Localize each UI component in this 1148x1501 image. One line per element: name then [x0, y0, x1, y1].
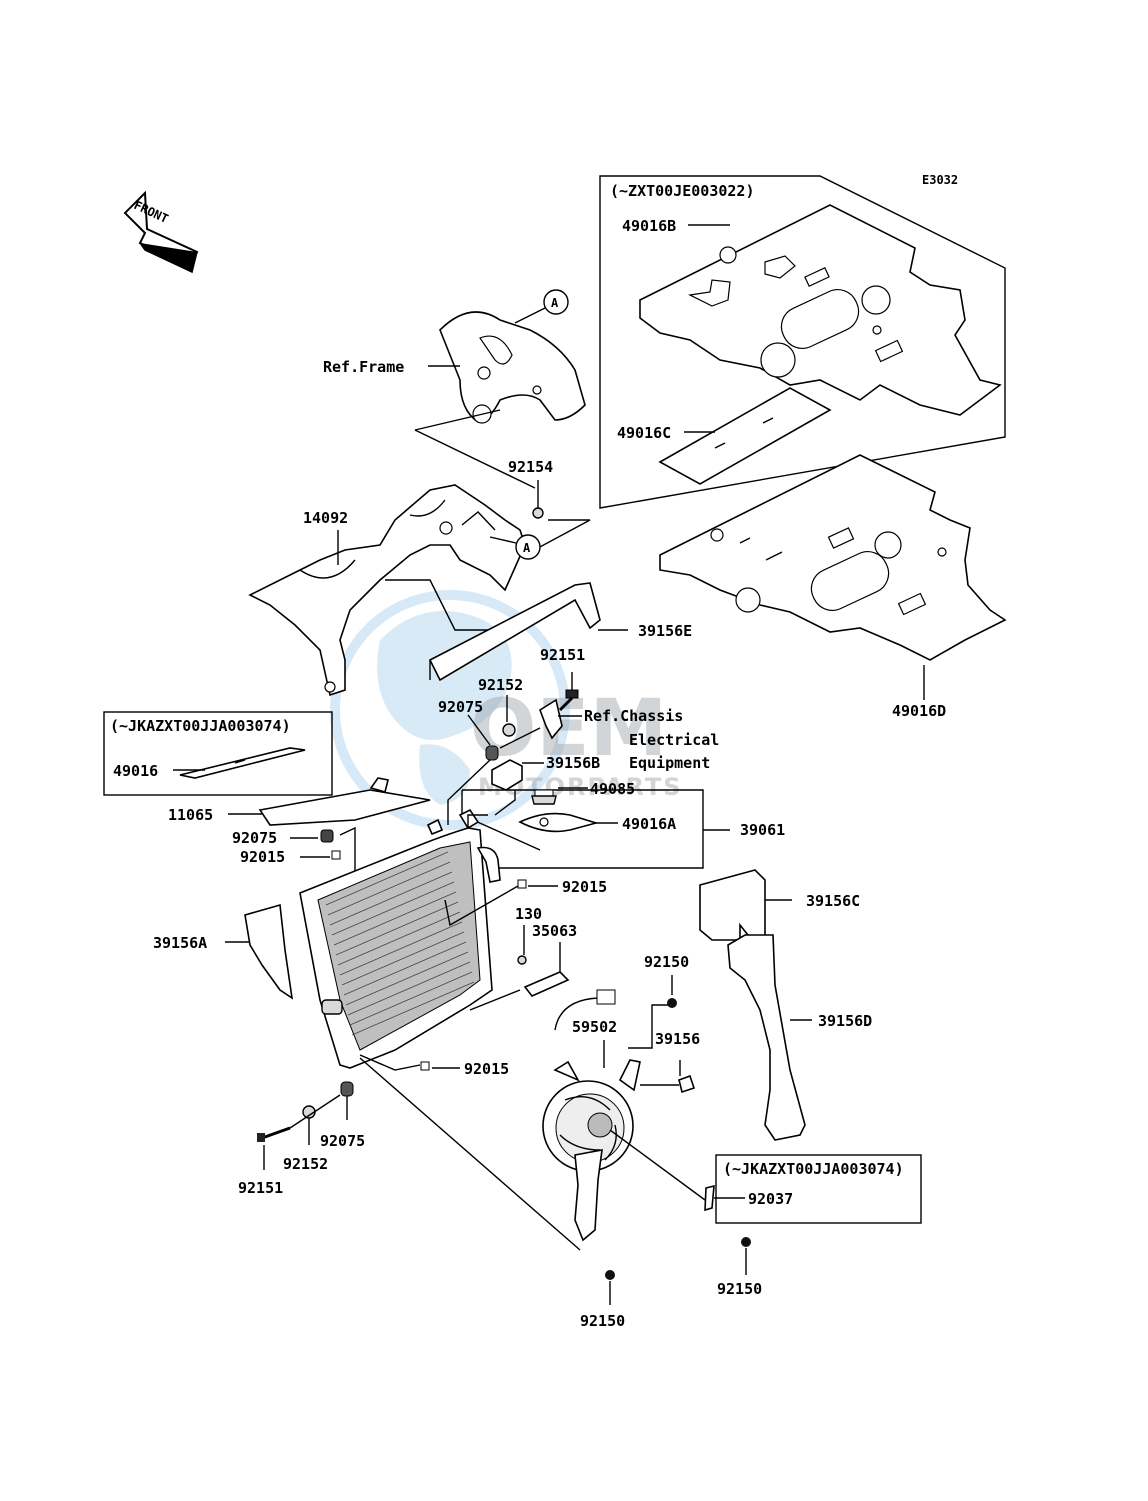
label-39156: 39156	[655, 1030, 700, 1048]
clip-box	[715, 1154, 922, 1224]
label-35063: 35063	[532, 922, 577, 940]
plate-49016-box	[103, 711, 333, 796]
label-92152-bottom: 92152	[283, 1155, 328, 1173]
bracket-35063	[523, 971, 570, 997]
plate-49016-range-note: (~JKAZXT00JJA003074)	[110, 717, 291, 735]
chassis-bracket	[539, 698, 563, 740]
front-arrow-icon: FRONT	[123, 190, 199, 274]
label-92151-bottom: 92151	[238, 1179, 283, 1197]
plate-set-range-note: (~ZXT00JE003022)	[610, 182, 755, 200]
foam-39156A	[244, 903, 294, 1000]
diagram-code: E3032	[922, 173, 958, 187]
foam-39156B	[491, 759, 523, 791]
fan-motor-59502	[542, 989, 641, 1242]
label-92150-bottom: 92150	[580, 1312, 625, 1330]
label-92015-right: 92015	[562, 878, 607, 896]
foam-39156E	[428, 582, 601, 682]
label-130: 130	[515, 905, 542, 923]
ref-chassis-label-3: Equipment	[629, 754, 710, 772]
label-92154: 92154	[508, 458, 553, 476]
label-11065: 11065	[168, 806, 213, 824]
label-39156C: 39156C	[806, 892, 860, 910]
label-14092: 14092	[303, 509, 348, 527]
label-39156D: 39156D	[818, 1012, 872, 1030]
fan-cover-group-box	[462, 789, 704, 869]
label-92151-top: 92151	[540, 646, 585, 664]
bolt-92151-bottom	[257, 1126, 291, 1142]
heat-plate-49016D	[659, 454, 1007, 661]
label-92075-mid: 92075	[232, 829, 277, 847]
cap-49085	[531, 789, 557, 805]
heat-plate-49016A	[518, 812, 599, 833]
label-39061: 39061	[740, 821, 785, 839]
label-92075-bottom: 92075	[320, 1132, 365, 1150]
label-92015-bottom: 92015	[464, 1060, 509, 1078]
plate-set-box	[599, 175, 1006, 509]
label-39156B: 39156B	[546, 754, 600, 772]
label-49016: 49016	[113, 762, 158, 780]
label-49016C: 49016C	[617, 424, 671, 442]
label-49016D: 49016D	[892, 702, 946, 720]
ref-chassis-label-1: Ref.Chassis	[584, 707, 683, 725]
label-49016B: 49016B	[622, 217, 676, 235]
label-59502: 59502	[572, 1018, 617, 1036]
heat-plate-49016B	[639, 204, 1002, 416]
heat-plate-49016	[179, 747, 306, 779]
ref-frame-label: Ref.Frame	[323, 358, 404, 376]
label-92075-top: 92075	[438, 698, 483, 716]
bolt-92151-top	[558, 689, 579, 712]
label-92150-right: 92150	[717, 1280, 762, 1298]
foam-39156C	[699, 869, 766, 941]
foam-39156D	[727, 934, 806, 1141]
label-92037: 92037	[748, 1190, 793, 1208]
subframe-14092	[248, 484, 526, 697]
heat-plate-49016C	[658, 387, 832, 485]
radiator-core	[299, 808, 501, 1069]
label-49085: 49085	[590, 780, 635, 798]
label-92150-top: 92150	[644, 953, 689, 971]
ref-chassis-label-2: Electrical	[629, 731, 719, 749]
bracket-11065	[258, 777, 431, 826]
label-39156A: 39156A	[153, 934, 207, 952]
circle-ref-a-bottom: A	[523, 541, 531, 555]
label-92152-top: 92152	[478, 676, 523, 694]
circle-ref-a-top: A	[551, 296, 559, 310]
label-92015-top-left: 92015	[240, 848, 285, 866]
clip-range-note: (~JKAZXT00JJA003074)	[723, 1160, 904, 1178]
frame-reference	[439, 311, 586, 424]
label-39156E: 39156E	[638, 622, 692, 640]
label-49016A: 49016A	[622, 815, 676, 833]
